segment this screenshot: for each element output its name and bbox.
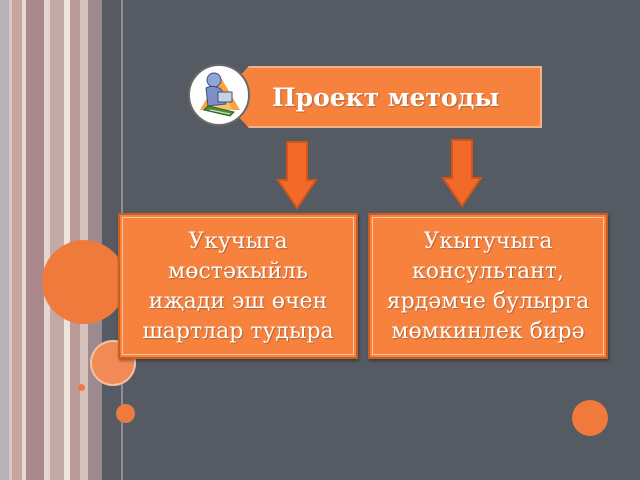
teacher-line: мөмкинлек бирә [391, 319, 585, 344]
teacher-box: Укытучыга консультант, ярдәмче булырга м… [368, 213, 608, 359]
decorative-circle-large [42, 240, 126, 324]
person-at-computer-icon [188, 64, 250, 126]
teacher-line: консультант, [412, 259, 564, 284]
decorative-circle-dot [78, 384, 85, 391]
down-arrow-icon [276, 141, 318, 210]
down-arrow-icon [441, 139, 483, 208]
student-line: Укучыга [188, 229, 288, 254]
teacher-line: ярдәмче булырга [386, 289, 590, 314]
student-line: шартлар тудыра [142, 319, 334, 344]
decorative-circle-small [116, 404, 135, 423]
left-decorative-stripes [0, 0, 112, 480]
title-banner [220, 66, 542, 128]
teacher-box-text: Укытучыга консультант, ярдәмче булырга м… [370, 227, 606, 347]
decorative-circle-right [572, 400, 608, 436]
student-box-text: Укучыга мөстәкыйль иҗади эш өчен шартлар… [120, 227, 356, 347]
teacher-line: Укытучыга [423, 229, 553, 254]
student-box: Укучыга мөстәкыйль иҗади эш өчен шартлар… [118, 213, 358, 359]
student-line: мөстәкыйль [168, 259, 308, 284]
student-line: иҗади эш өчен [148, 289, 328, 314]
page-title: Проект методы [272, 83, 500, 112]
